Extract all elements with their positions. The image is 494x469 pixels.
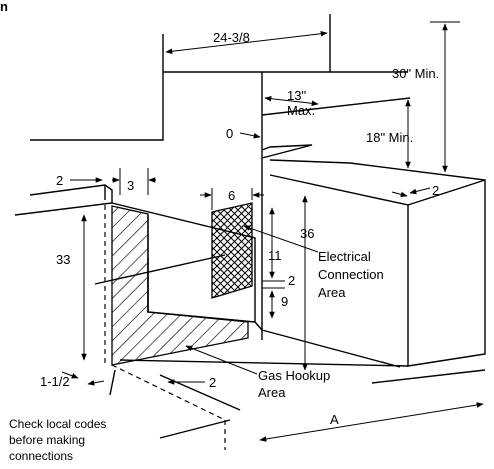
dimension-above-min: 30" Min. (392, 21, 460, 173)
electrical-callout: Electrical Connection Area (243, 225, 384, 300)
dimension-left: 2 3 (56, 168, 156, 195)
dim-above-min: 30" Min. (392, 66, 439, 81)
upper-cabinet-outline (30, 14, 411, 150)
dimension-width-top: 24-3/8 (165, 30, 328, 55)
dim-width-top: 24-3/8 (213, 30, 250, 45)
gas-label-1: Gas Hookup (258, 368, 330, 383)
dim-height-33: 33 (56, 252, 70, 267)
dim-zero: 0 (226, 126, 233, 141)
note-line-3: connections (9, 449, 73, 463)
dimension-bottom-2: 2 (167, 375, 216, 390)
dim-side-min: 18" Min. (366, 130, 413, 145)
dimension-height-36: 36 (300, 195, 314, 371)
dimension-bottom-left: 1-1/2 (40, 371, 105, 389)
dimension-right: 2 (391, 183, 439, 198)
corner-label: n (0, 0, 8, 14)
dim-height-9: 9 (281, 294, 288, 309)
dim-height-11: 11 (268, 248, 282, 263)
dimension-depth-A: A (259, 402, 484, 442)
dim-max-depth-value: 13" (287, 88, 306, 103)
dim-height-36: 36 (300, 226, 314, 241)
dim-depth-A: A (330, 412, 339, 427)
electrical-label-3: Area (318, 285, 346, 300)
dim-bottom-2: 2 (209, 375, 216, 390)
dim-left-2: 2 (56, 173, 63, 188)
gas-label-2: Area (258, 385, 286, 400)
electrical-connection-area (211, 202, 253, 299)
note-line-2: before making (9, 433, 85, 447)
dimension-height-33: 33 (56, 214, 87, 361)
dimension-elec-heights: 11 2 9 (262, 207, 295, 319)
dimension-elec-width: 6 (200, 188, 264, 210)
electrical-label-2: Connection (318, 267, 384, 282)
electrical-label-1: Electrical (318, 249, 371, 264)
install-note: Check local codes before making connecti… (9, 417, 106, 463)
left-counter (14, 184, 113, 216)
note-line-1: Check local codes (9, 417, 106, 431)
dim-left-3: 3 (127, 178, 134, 193)
gas-callout: Gas Hookup Area (185, 345, 330, 400)
dim-max-depth-unit: Max. (287, 103, 315, 118)
dim-elec-6: 6 (228, 188, 235, 203)
dimension-side-min: 18" Min. (366, 99, 413, 169)
dim-bottom-1-1-2: 1-1/2 (40, 374, 70, 389)
dim-height-2: 2 (288, 273, 295, 288)
dim-right-2: 2 (432, 183, 439, 198)
dimension-max-depth: 13" Max. (264, 88, 319, 118)
dashed-guides (104, 205, 226, 450)
right-counter (261, 144, 486, 367)
dimension-zero: 0 (226, 126, 261, 141)
